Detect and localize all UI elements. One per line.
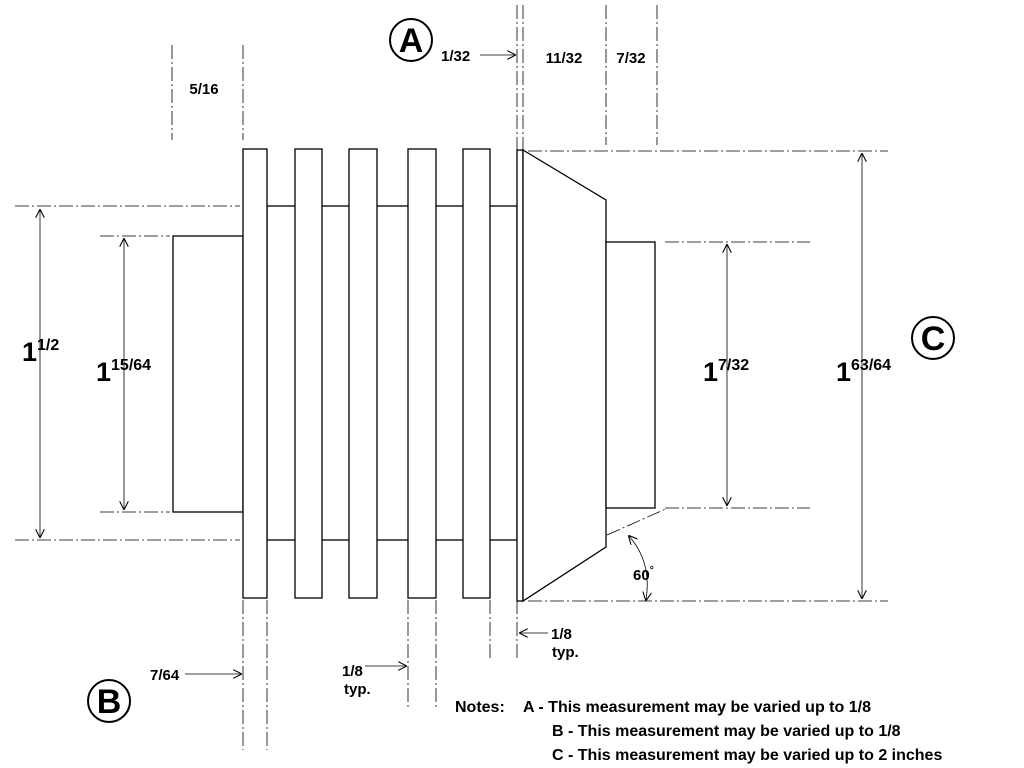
marker-a: A [389, 18, 433, 62]
height-outer-left: 11/2 [22, 337, 59, 367]
dim-collar: 1/8 [551, 626, 572, 643]
svg-text:A: A [399, 22, 424, 60]
svg-text:C: C [921, 320, 946, 358]
dim-angle: 60° [633, 565, 654, 584]
notes-heading: Notes: [455, 699, 505, 716]
dimension-labels: 1/32 11/32 7/32 5/16 7/64 1/8 typ. 1/8 t… [150, 48, 654, 698]
height-inner-left: 115/64 [96, 357, 151, 387]
marker-c: C [911, 316, 955, 360]
right-hub [605, 241, 656, 509]
height-hub-right: 17/32 [703, 357, 749, 387]
dim-fin-gap-typ: typ. [344, 681, 371, 698]
fin-4 [462, 148, 491, 599]
note-b: B - This measurement may be varied up to… [552, 723, 901, 740]
height-labels: 11/2 115/64 17/32 163/64 [22, 337, 891, 387]
fin-3 [407, 148, 437, 599]
note-c: C - This measurement may be varied up to… [552, 747, 942, 764]
dim-fin-5-16: 5/16 [189, 81, 218, 98]
right-plate [516, 149, 524, 602]
note-a: A - This measurement may be varied up to… [523, 699, 871, 716]
dim-gap-a: 1/32 [441, 48, 470, 65]
notes: Notes: A - This measurement may be varie… [455, 699, 942, 764]
dim-flange-11-32: 11/32 [546, 50, 583, 67]
extension-lines [15, 5, 888, 750]
dim-collar-typ: typ. [552, 644, 579, 661]
dimension-arrows [40, 55, 862, 674]
fin-2 [348, 148, 378, 599]
left-flange [242, 148, 268, 599]
part-outline [172, 148, 656, 603]
dim-flange-7-32: 7/32 [616, 50, 645, 67]
marker-b: B [87, 679, 131, 723]
svg-text:B: B [97, 683, 122, 721]
height-overall: 163/64 [836, 357, 891, 387]
dim-left-width-b: 7/64 [150, 667, 180, 684]
left-hub [172, 235, 244, 513]
fin-1 [294, 148, 323, 599]
dim-fin-gap: 1/8 [342, 663, 363, 680]
cone [522, 148, 607, 603]
